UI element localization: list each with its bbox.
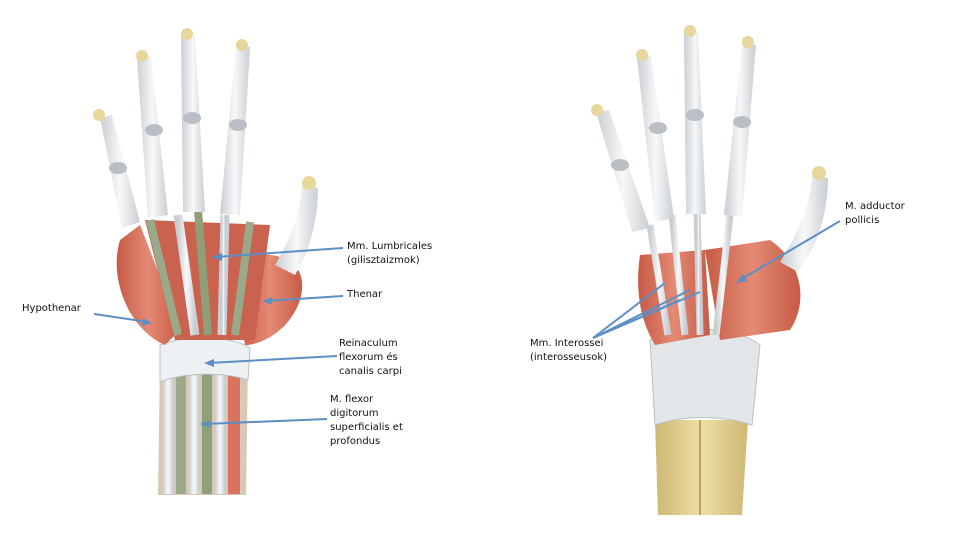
label-lumbricales-line-2: (gilisztaizmok) bbox=[347, 255, 420, 266]
wrist-ligaments-right bbox=[649, 328, 761, 426]
fingers-right bbox=[591, 25, 756, 232]
label-retinaculum-line-1: Reinaculum bbox=[339, 338, 398, 349]
pointer-interossei bbox=[592, 282, 701, 339]
pointer-hypothenar bbox=[93, 313, 152, 326]
label-thenar-line-1: Thenar bbox=[347, 289, 383, 300]
left-hand-palmar-view bbox=[93, 28, 318, 495]
label-adductor-line-1: M. adductor bbox=[845, 201, 905, 212]
adductor-pollicis-right bbox=[705, 240, 801, 340]
label-adductor-line-2: pollicis bbox=[845, 215, 880, 226]
thumb-right bbox=[780, 175, 828, 272]
forearm-bones-right bbox=[655, 420, 748, 515]
label-lumbricales: Mm. Lumbricales (gilisztaizmok) bbox=[347, 240, 432, 268]
label-interossei-line-1: Mm. Interossei bbox=[530, 338, 604, 349]
label-pointers bbox=[93, 220, 841, 428]
label-retinaculum-line-3: canalis carpi bbox=[339, 366, 402, 377]
label-flexor-line-4: profondus bbox=[330, 436, 381, 447]
hypothenar-muscle-left bbox=[116, 225, 180, 345]
pointer-thenar bbox=[262, 295, 344, 305]
pointer-retinaculum bbox=[204, 355, 338, 367]
pointer-adductor bbox=[736, 220, 841, 283]
right-hand-palmar-deep-view bbox=[591, 25, 828, 515]
label-hypothenar-line-1: Hypothenar bbox=[22, 303, 81, 314]
label-thenar: Thenar bbox=[347, 288, 382, 302]
label-retinaculum-line-2: flexorum és bbox=[339, 352, 398, 363]
label-flexor: M. flexor digitorum superficialis et pro… bbox=[330, 393, 403, 449]
forearm-tendons-left bbox=[163, 372, 240, 494]
label-adductor: M. adductor pollicis bbox=[845, 200, 905, 228]
metacarpal-tendons-right bbox=[646, 209, 734, 336]
label-hypothenar: Hypothenar bbox=[22, 302, 81, 316]
thumb-left bbox=[275, 185, 318, 275]
pointer-flexor bbox=[200, 418, 328, 428]
fingers-left bbox=[93, 28, 250, 228]
palm-tendons-left bbox=[146, 209, 254, 336]
label-interossei: Mm. Interossei (interosseusok) bbox=[530, 337, 607, 365]
label-lumbricales-line-1: Mm. Lumbricales bbox=[347, 241, 433, 252]
label-flexor-line-1: M. flexor bbox=[330, 394, 374, 405]
label-flexor-line-3: superficialis et bbox=[330, 422, 403, 433]
label-retinaculum: Reinaculum flexorum és canalis carpi bbox=[339, 337, 402, 379]
label-flexor-line-2: digitorum bbox=[330, 408, 379, 419]
pointer-lumbricales bbox=[212, 247, 344, 261]
label-interossei-line-2: (interosseusok) bbox=[530, 352, 608, 363]
